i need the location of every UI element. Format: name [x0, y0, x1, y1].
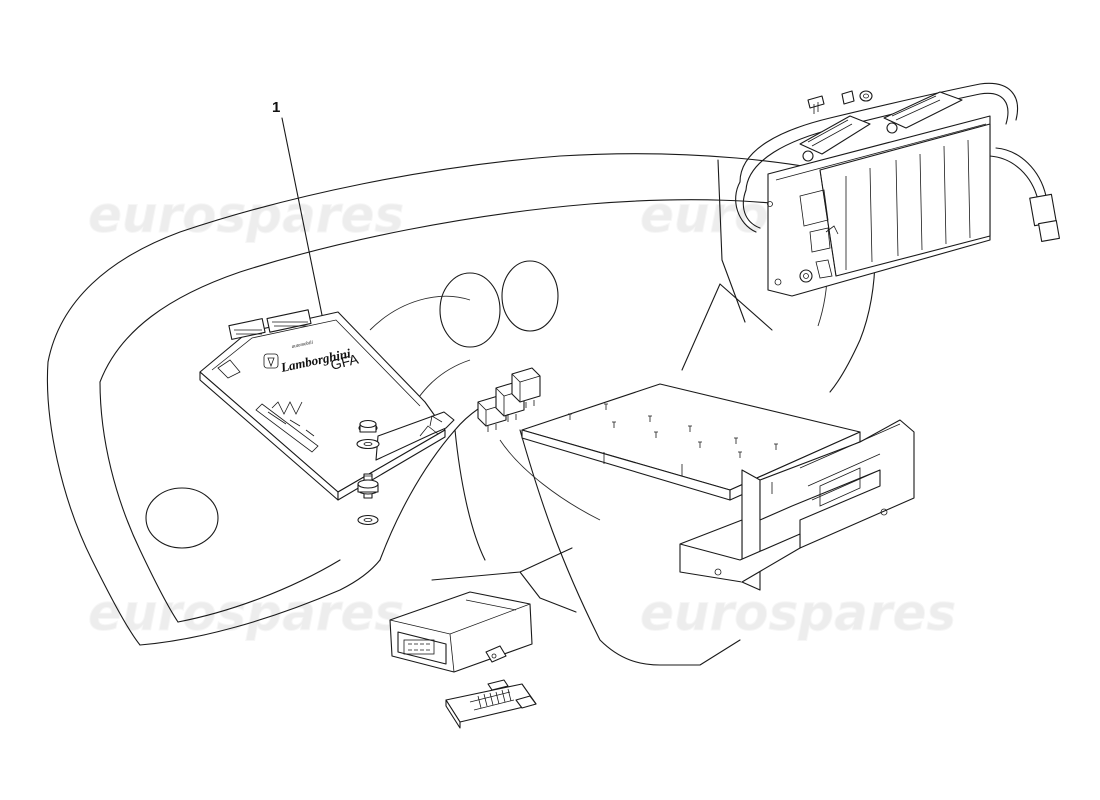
model-text: GFA — [329, 350, 361, 372]
detail-leader-lines — [681, 159, 773, 371]
watermark-top-left: eurospares — [88, 186, 404, 244]
lower-module-unit — [389, 591, 533, 673]
lower-connector-strip — [445, 679, 537, 729]
gauge-pod-lower — [145, 487, 219, 549]
fastener-stack — [356, 419, 380, 526]
gauge-pod-left — [439, 272, 501, 348]
callout-number: 1 — [272, 99, 280, 116]
watermark-bottom-left: eurospares — [88, 584, 404, 642]
lamborghini-shield-icon — [263, 353, 279, 369]
watermark-bottom-right: eurospares — [640, 584, 956, 642]
lower-leader-lines — [431, 547, 577, 613]
control-unit-gfa: automobili Lamborghini GFA — [199, 309, 455, 501]
washer — [356, 438, 380, 450]
relays-group — [477, 367, 541, 432]
gauge-pod-right — [501, 260, 559, 332]
lower-washer — [357, 514, 379, 526]
relay-board-bracket — [521, 383, 915, 591]
detail-module-top-right — [735, 82, 1060, 297]
brand-small-text: automobili — [291, 340, 314, 350]
